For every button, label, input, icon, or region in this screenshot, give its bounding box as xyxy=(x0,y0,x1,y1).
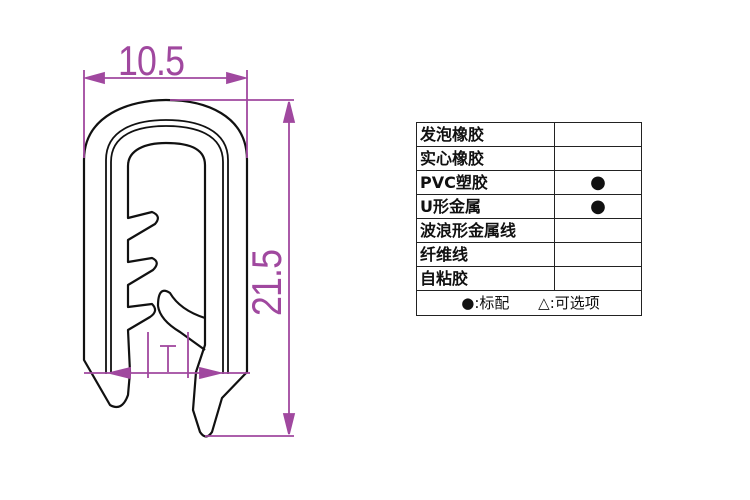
metal-u-core-outer xyxy=(105,119,229,374)
material-label: 实心橡胶 xyxy=(416,146,555,171)
material-mark: ● xyxy=(554,170,642,195)
material-mark xyxy=(554,266,642,291)
table-row: 实心橡胶 xyxy=(416,146,642,171)
legend-standard: ●:标配 xyxy=(461,293,510,312)
material-table: 发泡橡胶 实心橡胶 PVC塑胶● U形金属● 波浪形金属线 纤维线 自粘胶 ●:… xyxy=(416,122,642,316)
material-mark xyxy=(554,218,642,243)
height-dimension-label: 21.5 xyxy=(243,249,290,316)
tongue-lip xyxy=(156,289,206,351)
legend-row: ●:标配 △:可选项 xyxy=(416,290,642,316)
legend-optional: △:可选项 xyxy=(538,293,600,312)
table-row: 波浪形金属线 xyxy=(416,218,642,243)
metal-u-core-inner xyxy=(110,125,224,374)
material-label: U形金属 xyxy=(416,194,555,219)
material-mark xyxy=(554,122,642,147)
material-label: 发泡橡胶 xyxy=(416,122,555,147)
table-row: 发泡橡胶 xyxy=(416,122,642,147)
material-label: 自粘胶 xyxy=(416,266,555,291)
table-row: PVC塑胶● xyxy=(416,170,642,195)
material-label: 波浪形金属线 xyxy=(416,218,555,243)
rubber-outer-profile xyxy=(82,98,249,438)
table-row: 自粘胶 xyxy=(416,266,642,291)
table-row: U形金属● xyxy=(416,194,642,219)
material-mark: ● xyxy=(554,194,642,219)
table-row: 纤维线 xyxy=(416,242,642,267)
material-mark xyxy=(554,146,642,171)
material-label: PVC塑胶 xyxy=(416,170,555,195)
material-label: 纤维线 xyxy=(416,242,555,267)
width-dimension-label: 10.5 xyxy=(118,37,185,84)
material-mark xyxy=(554,242,642,267)
